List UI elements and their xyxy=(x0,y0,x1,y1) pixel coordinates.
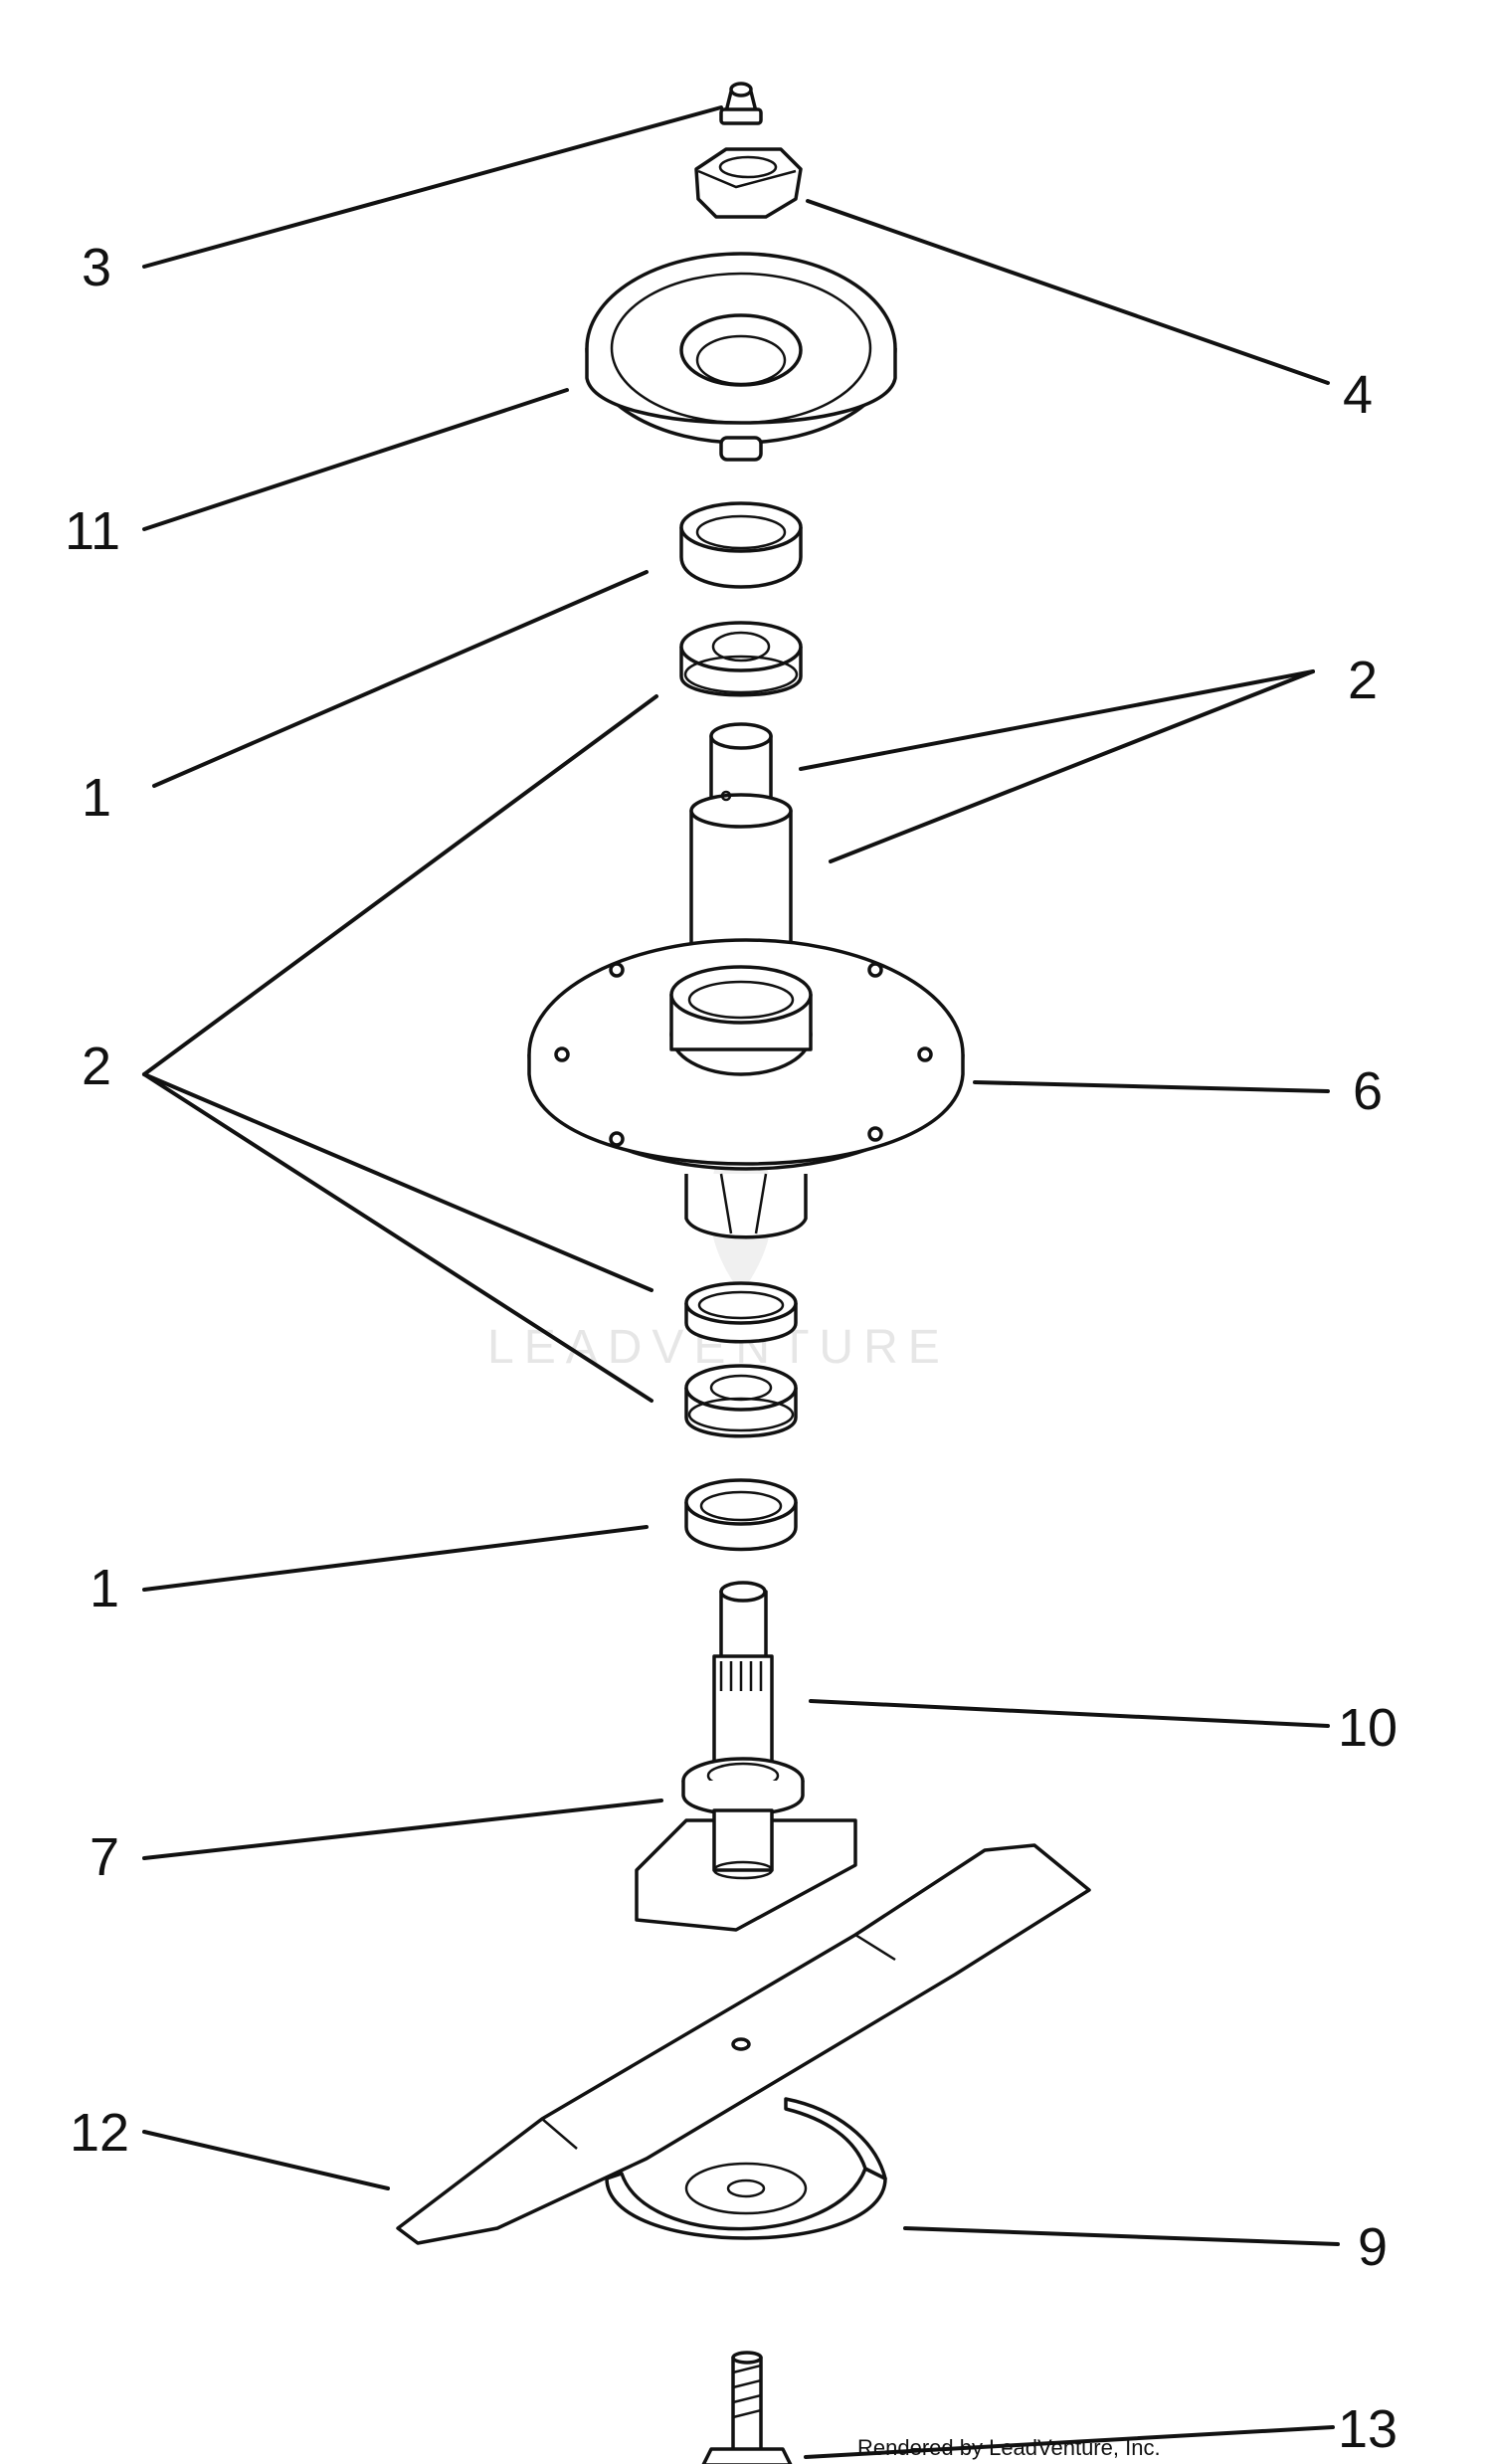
part-pulley-cap xyxy=(585,252,897,462)
callout-4: 4 xyxy=(1343,365,1373,425)
callout-10: 10 xyxy=(1338,1698,1398,1758)
part-bearing-lower xyxy=(684,1281,798,1438)
part-spindle-housing xyxy=(527,938,965,1239)
callout-7: 7 xyxy=(90,1827,119,1887)
part-seal-washer xyxy=(681,1757,805,1816)
callout-2-right: 2 xyxy=(1348,651,1378,710)
leader-lines xyxy=(142,105,1340,2459)
callout-2-left: 2 xyxy=(82,1037,111,1096)
callout-11: 11 xyxy=(65,501,120,561)
part-bearing-cup-upper xyxy=(679,501,803,589)
part-bearing-cup-lower xyxy=(684,1478,798,1552)
callout-labels: 3 4 11 1 2 2 6 1 10 7 12 9 13 xyxy=(65,238,1398,2459)
part-bolt xyxy=(701,2351,793,2464)
callout-13: 13 xyxy=(1338,2399,1398,2459)
part-blade-adapter xyxy=(605,2097,887,2240)
callout-3: 3 xyxy=(82,238,111,297)
part-mower-blade xyxy=(396,1843,1091,2245)
callout-6: 6 xyxy=(1353,1061,1383,1121)
part-grease-fitting xyxy=(719,82,763,125)
part-hex-nut xyxy=(694,147,803,219)
part-spindle-shaft xyxy=(712,1581,774,1768)
callout-9: 9 xyxy=(1358,2217,1388,2277)
callout-1-upper: 1 xyxy=(82,768,111,828)
part-spacer-tube xyxy=(689,722,793,952)
callout-12: 12 xyxy=(70,2103,129,2163)
callout-1-lower: 1 xyxy=(90,1559,119,1618)
part-mount-plate xyxy=(635,1808,857,1932)
part-bearing-cone-upper xyxy=(679,621,803,697)
render-credit: Rendered by LeadVenture, Inc. xyxy=(857,2435,1161,2460)
